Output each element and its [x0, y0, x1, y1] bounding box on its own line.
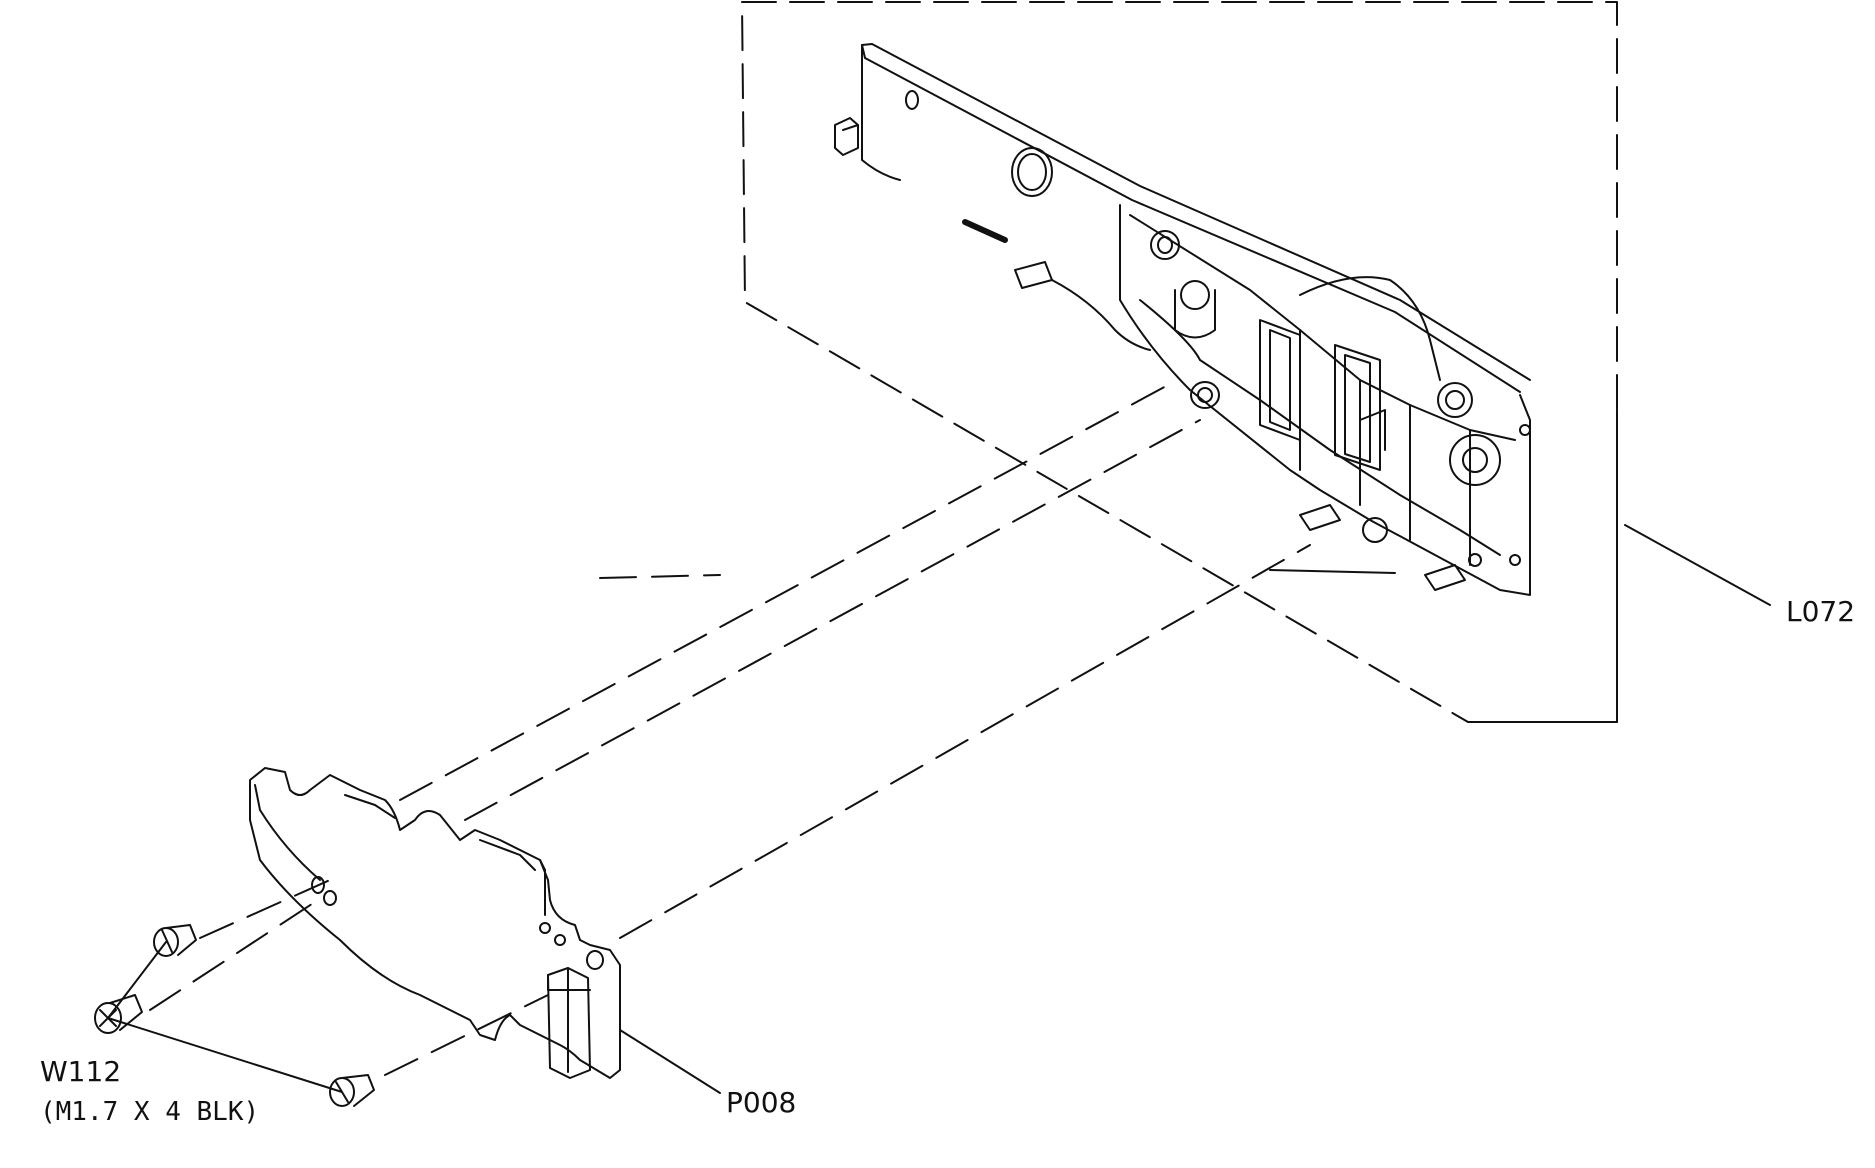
- screw-upper: [153, 924, 197, 957]
- leader-ext: [1269, 569, 1396, 574]
- leader-line-p008: [619, 1029, 721, 1094]
- assembly-boundary: [741, 1, 1618, 723]
- alignment-lines: [149, 384, 1311, 1076]
- label-screw-spec: (M1.7 X 4 BLK): [40, 1097, 260, 1127]
- frame-assembly: [834, 43, 1531, 596]
- leader-line-l072: [1624, 524, 1771, 606]
- boundary-solid-edge: [1467, 409, 1618, 723]
- label-screw-part: W112: [40, 1055, 122, 1088]
- screw-group-lines: [107, 941, 343, 1093]
- screw-lower: [329, 1074, 375, 1107]
- label-board: P008: [726, 1086, 797, 1119]
- label-assembly: L072: [1786, 595, 1856, 628]
- circuit-board: [249, 767, 621, 1079]
